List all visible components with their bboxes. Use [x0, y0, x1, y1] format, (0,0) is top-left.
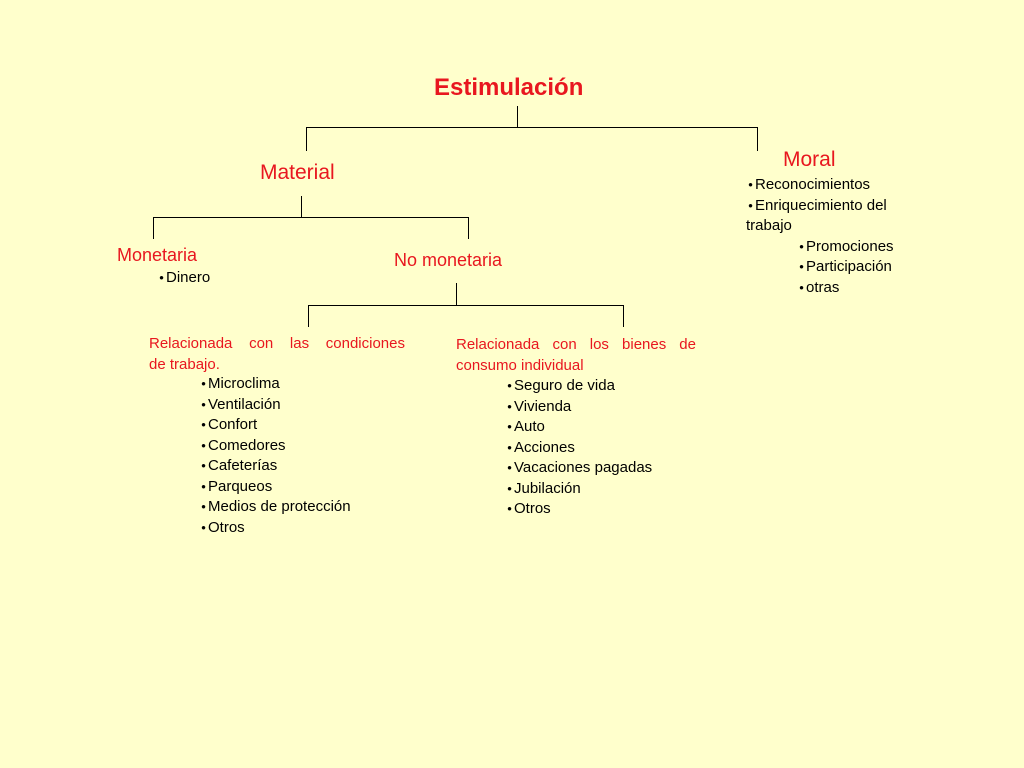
bullet-icon: •: [201, 396, 206, 412]
connector-monetaria-up: [153, 217, 154, 239]
connector-material-down: [301, 196, 302, 217]
connector-condiciones-up: [308, 305, 309, 327]
bienes-heading: Relacionada con los bienes de consumo in…: [456, 336, 696, 374]
connector-no-monetaria-up: [468, 217, 469, 239]
list-item: •Confort: [199, 415, 257, 436]
list-item: •Promociones: [797, 237, 893, 258]
list-item: •Comedores: [199, 436, 285, 457]
bullet-icon: •: [799, 238, 804, 254]
material-label: Material: [260, 161, 335, 184]
bullet-icon: •: [201, 376, 206, 391]
moral-label: Moral: [783, 148, 836, 171]
bullet-icon: •: [507, 480, 512, 496]
list-item: •Vivienda: [505, 397, 571, 418]
list-item: •Cafeterías: [199, 456, 277, 477]
connector-no-monetaria-bar: [308, 305, 624, 306]
list-item: •Auto: [505, 417, 545, 438]
bullet-icon: •: [799, 259, 804, 274]
list-item: •Enriquecimiento del: [746, 196, 887, 217]
bullet-icon: •: [201, 437, 206, 453]
bullet-icon: •: [748, 197, 753, 213]
bullet-icon: •: [507, 460, 512, 475]
list-item: •Acciones: [505, 438, 575, 459]
bullet-icon: •: [201, 478, 206, 494]
list-item: •Otros: [505, 499, 550, 520]
bullet-icon: •: [507, 501, 512, 516]
bullet-icon: •: [799, 279, 804, 295]
bullet-icon: •: [507, 398, 512, 414]
bullet-icon: •: [748, 177, 753, 192]
bullet-icon: •: [201, 417, 206, 432]
list-item: •Reconocimientos: [746, 175, 870, 196]
list-item: •otras: [797, 278, 839, 299]
list-item: •Parqueos: [199, 477, 272, 498]
connector-bienes-up: [623, 305, 624, 327]
bullet-icon: •: [507, 439, 512, 455]
list-item: •Seguro de vida: [505, 376, 615, 397]
list-item: •Ventilación: [199, 395, 280, 416]
connector-root-down: [517, 106, 518, 127]
root-title: Estimulación: [434, 74, 584, 101]
connector-material-bar: [153, 217, 469, 218]
list-item: •Participación: [797, 257, 892, 278]
list-item: •Medios de protección: [199, 497, 350, 518]
connector-moral-up: [757, 127, 758, 151]
bullet-icon: •: [201, 519, 206, 535]
list-item: •Jubilación: [505, 479, 581, 500]
bullet-icon: •: [201, 499, 206, 514]
list-item: •Otros: [199, 518, 244, 539]
bullet-icon: •: [159, 270, 164, 285]
connector-no-monetaria-down: [456, 283, 457, 305]
bullet-icon: •: [201, 458, 206, 473]
list-item: •Dinero: [157, 268, 210, 289]
no-monetaria-label: No monetaria: [394, 250, 503, 270]
monetaria-label: Monetaria: [117, 245, 198, 265]
list-item: •Vacaciones pagadas: [505, 458, 652, 479]
bullet-icon: •: [507, 378, 512, 393]
bullet-icon: •: [507, 419, 512, 434]
connector-root-bar: [306, 127, 758, 128]
condiciones-heading: Relacionada con las condiciones de traba…: [149, 335, 405, 373]
list-item-continuation: trabajo: [746, 217, 792, 234]
connector-material-up: [306, 127, 307, 151]
list-item: •Microclima: [199, 374, 279, 395]
